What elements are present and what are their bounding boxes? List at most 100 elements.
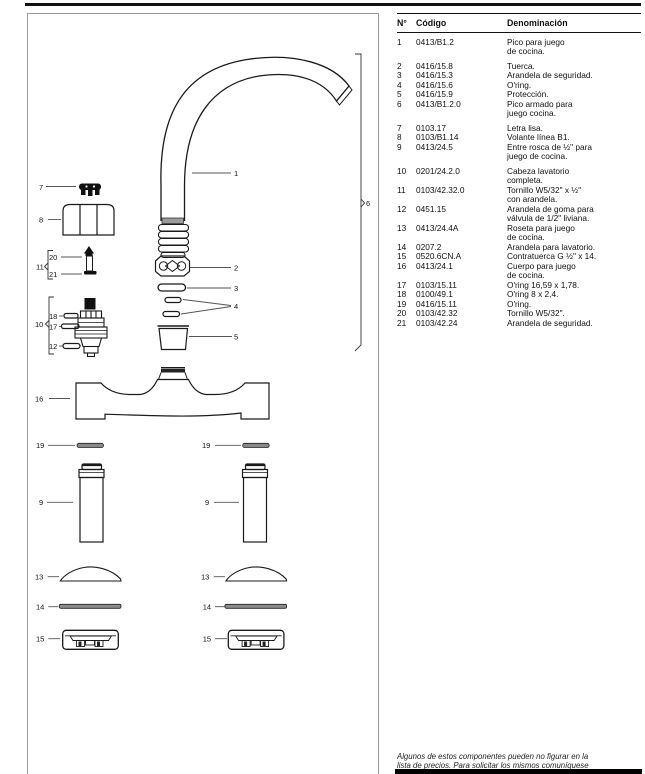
part-code: 0100/49.1 (416, 289, 453, 299)
part-label-13-left: 13 (35, 573, 43, 582)
table-row: 2 0416/15.8 Tuerca. (397, 60, 641, 72)
part-number: 11 (397, 184, 406, 195)
part-label-3: 3 (234, 284, 238, 293)
part-code: 0207.2 (416, 241, 442, 252)
part-number: 16 (397, 260, 407, 271)
screw-part (84, 246, 94, 272)
part-label-8: 8 (39, 216, 43, 225)
spout-part (157, 56, 353, 259)
oring-part-18 (63, 312, 79, 319)
part-code: 0416/15.3 (416, 70, 453, 80)
part-number: 10 (397, 165, 407, 176)
part-code: 0413/24.5 (416, 141, 453, 152)
table-row: 17 0103/15.11 O'ring 16,59 x 1,78. (397, 279, 641, 291)
part-label-19-left: 19 (36, 441, 44, 450)
part-label-14-right: 14 (203, 603, 211, 612)
oring-part-3 (157, 283, 187, 292)
part-label-21: 21 (49, 270, 57, 279)
part-number: 8 (397, 132, 402, 142)
roseta-part-left (59, 566, 122, 582)
part-code: 0103/B1.14 (416, 132, 459, 142)
table-row: 1 0413/B1.2 Pico para juego de cocina. (397, 36, 641, 57)
part-label-17: 17 (49, 323, 57, 332)
part-label-14-left: 14 (36, 603, 44, 612)
part-number: 20 (397, 308, 407, 318)
table-row: 3 0416/15.3 Arandela de seguridad. (397, 70, 641, 81)
part-label-15-left: 15 (36, 635, 44, 644)
table-row: 4 0416/15.6 O'ring. (397, 79, 641, 91)
part-label-10: 10 (35, 320, 43, 329)
table-row: 9 0413/24.5 Entre rosca de ½" para juego… (397, 141, 641, 162)
nut-part (154, 255, 191, 277)
part-code: 0416/15.11 (416, 298, 457, 309)
part-name: Pico para juego de cocina. (507, 36, 565, 56)
part-code: 0416/15.8 (416, 60, 453, 71)
table-row: 13 0413/24.4A Roseta para juego de cocin… (397, 222, 641, 243)
part-name: Tornillo W5/32". (507, 308, 565, 318)
table-row: 19 0416/15.11 O'ring. (397, 298, 641, 310)
part-number: 4 (397, 79, 402, 90)
entre-rosca-part-right (241, 463, 269, 543)
part-name: Roseta para juego de cocina. (507, 222, 575, 242)
page-top-rule (25, 3, 641, 6)
header-name: Denominación (507, 17, 568, 28)
roseta-part-right (225, 566, 288, 582)
part-label-16: 16 (35, 395, 43, 404)
part-label-13-right: 13 (201, 573, 209, 582)
part-name: Cuerpo para juego de cocina. (507, 260, 576, 280)
part-code: 0451.15 (416, 203, 446, 214)
part-name: Arandela para lavatorio. (507, 241, 596, 252)
part-label-4: 4 (234, 302, 238, 311)
table-row: 8 0103/B1.14 Volante línea B1. (397, 132, 641, 143)
part-label-7: 7 (39, 183, 43, 192)
part-code: 0416/15.6 (416, 79, 453, 90)
part-name: Contratuerca G ½" x 14. (507, 251, 597, 261)
part-label-20: 20 (49, 253, 57, 262)
volante-part (62, 203, 115, 236)
part-label-6: 6 (366, 199, 370, 208)
part-label-2: 2 (234, 264, 238, 273)
part-code: 0413/B1.2 (416, 36, 454, 47)
part-label-11: 11 (36, 263, 44, 272)
part-number: 7 (397, 122, 402, 133)
footnote-line-1: Algunos de estos componentes pueden no f… (397, 752, 589, 761)
part-name: Letra lisa. (507, 122, 543, 133)
part-name: Entre rosca de ½" para juego de cocina. (507, 141, 593, 161)
header-num: N° (397, 17, 407, 28)
exploded-diagram: 1 2 3 4 5 6 7 8 20 11 21 10 18 17 12 16 … (35, 53, 370, 650)
part-number: 15 (397, 251, 407, 261)
part-number: 13 (397, 222, 407, 233)
entre-rosca-part-left (78, 463, 105, 543)
part-number: 18 (397, 289, 407, 299)
table-row: 15 0520.6CN.A Contratuerca G ½" x 14. (397, 251, 641, 262)
part-code: 0413/24.1 (416, 260, 453, 271)
arandela-part-right (224, 603, 288, 609)
part-name: Pico armado para juego cocina. (507, 98, 573, 118)
header-code: Código (416, 17, 447, 28)
table-row: 20 0103/42.32 Tornillo W5/32". (397, 308, 641, 319)
part-name: Cabeza lavatorio completa. (507, 165, 570, 185)
table-row: 12 0451.15 Arandela de goma para válvula… (397, 203, 641, 224)
part-label-15-right: 15 (203, 635, 211, 644)
part-code: 0201/24.2.0 (416, 165, 460, 176)
table-row: 18 0100/49.1 O'ring 8 x 2,4. (397, 289, 641, 300)
part-name: O'ring 16,59 x 1,78. (507, 279, 580, 290)
part-label-9-left: 9 (39, 498, 43, 507)
oring-part-4 (162, 296, 182, 318)
part-name: Tornillo W5/32" x ½" con arandela. (507, 184, 582, 204)
part-number: 1 (397, 36, 402, 47)
contratuerca-part-left (62, 629, 119, 650)
part-code: 0103/42.32.0 (416, 184, 465, 195)
arandela-part-left (58, 603, 122, 609)
part-number: 12 (397, 203, 407, 214)
table-row: 11 0103/42.32.0 Tornillo W5/32" x ½" con… (397, 184, 641, 205)
table-row: 21 0103/42.24 Arandela de seguridad. (397, 318, 641, 329)
part-code: 0103/42.32 (416, 308, 458, 318)
table-row: 7 0103.17 Letra lisa. (397, 122, 641, 134)
part-number: 5 (397, 89, 402, 99)
part-name: Volante línea B1. (507, 132, 570, 142)
part-number: 19 (397, 298, 407, 309)
part-number: 17 (397, 279, 407, 290)
part-code: 0103.17 (416, 122, 446, 133)
proteccion-part (157, 325, 189, 351)
